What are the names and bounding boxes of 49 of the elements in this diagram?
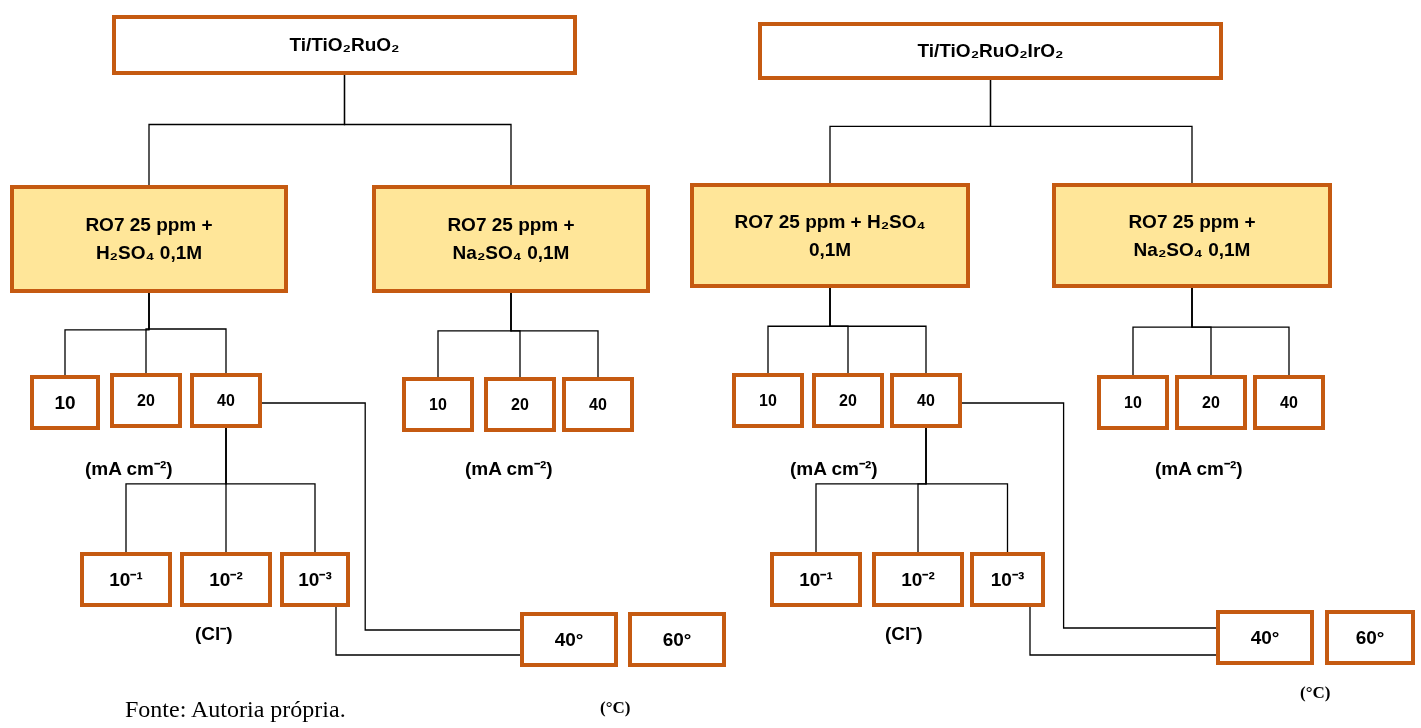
process-box: 10⁻² bbox=[180, 552, 272, 607]
process-box: 10 bbox=[402, 377, 474, 432]
connector-line bbox=[1029, 606, 1217, 656]
process-box: 40 bbox=[190, 373, 262, 428]
connector-line bbox=[335, 606, 521, 656]
connector-line bbox=[925, 427, 1009, 553]
process-box: 20 bbox=[1175, 375, 1247, 430]
process-box: 10 bbox=[1097, 375, 1169, 430]
caption: Fonte: Autoria própria. bbox=[125, 696, 346, 723]
connector-line bbox=[961, 402, 1217, 629]
process-box: 60° bbox=[628, 612, 726, 667]
unit-label: (mA cm⁻²) bbox=[465, 457, 553, 481]
connector-line bbox=[225, 427, 316, 553]
process-box: Ti/TiO₂RuO₂ bbox=[112, 15, 577, 75]
process-box: 10 bbox=[30, 375, 100, 430]
process-box: 20 bbox=[812, 373, 884, 428]
connector-line bbox=[261, 402, 521, 631]
process-box: 10⁻¹ bbox=[770, 552, 862, 607]
process-box: Ti/TiO₂RuO₂IrO₂ bbox=[758, 22, 1223, 80]
connector-line bbox=[1191, 287, 1290, 376]
process-box: 10⁻² bbox=[872, 552, 964, 607]
process-box: 40 bbox=[890, 373, 962, 428]
connector-line bbox=[343, 74, 512, 186]
process-box: 20 bbox=[110, 373, 182, 428]
process-box: 10⁻³ bbox=[970, 552, 1045, 607]
process-box: 20 bbox=[484, 377, 556, 432]
connector-line bbox=[829, 287, 927, 374]
unit-label: (mA cm⁻²) bbox=[790, 457, 878, 481]
process-box: 10 bbox=[732, 373, 804, 428]
unit-label: (mA cm⁻²) bbox=[1155, 457, 1243, 481]
unit-label: (Cl⁻) bbox=[885, 622, 923, 646]
condition-box: RO7 25 ppm + Na₂SO₄ 0,1M bbox=[1052, 183, 1332, 288]
condition-box: RO7 25 ppm + H₂SO₄ 0,1M bbox=[690, 183, 970, 288]
process-box: 40° bbox=[1216, 610, 1314, 665]
connector-line bbox=[989, 79, 1193, 184]
unit-label: (°C) bbox=[1300, 683, 1331, 703]
unit-label: (Cl⁻) bbox=[195, 622, 233, 646]
condition-box: RO7 25 ppm + Na₂SO₄ 0,1M bbox=[372, 185, 650, 293]
process-box: 10⁻³ bbox=[280, 552, 350, 607]
process-box: 40 bbox=[562, 377, 634, 432]
unit-label: (mA cm⁻²) bbox=[85, 457, 173, 481]
process-box: 40 bbox=[1253, 375, 1325, 430]
unit-label: (°C) bbox=[600, 698, 631, 718]
connector-line bbox=[510, 292, 599, 378]
connector-line bbox=[148, 292, 227, 374]
process-box: 10⁻¹ bbox=[80, 552, 172, 607]
condition-box: RO7 25 ppm + H₂SO₄ 0,1M bbox=[10, 185, 288, 293]
process-box: 60° bbox=[1325, 610, 1415, 665]
process-box: 40° bbox=[520, 612, 618, 667]
